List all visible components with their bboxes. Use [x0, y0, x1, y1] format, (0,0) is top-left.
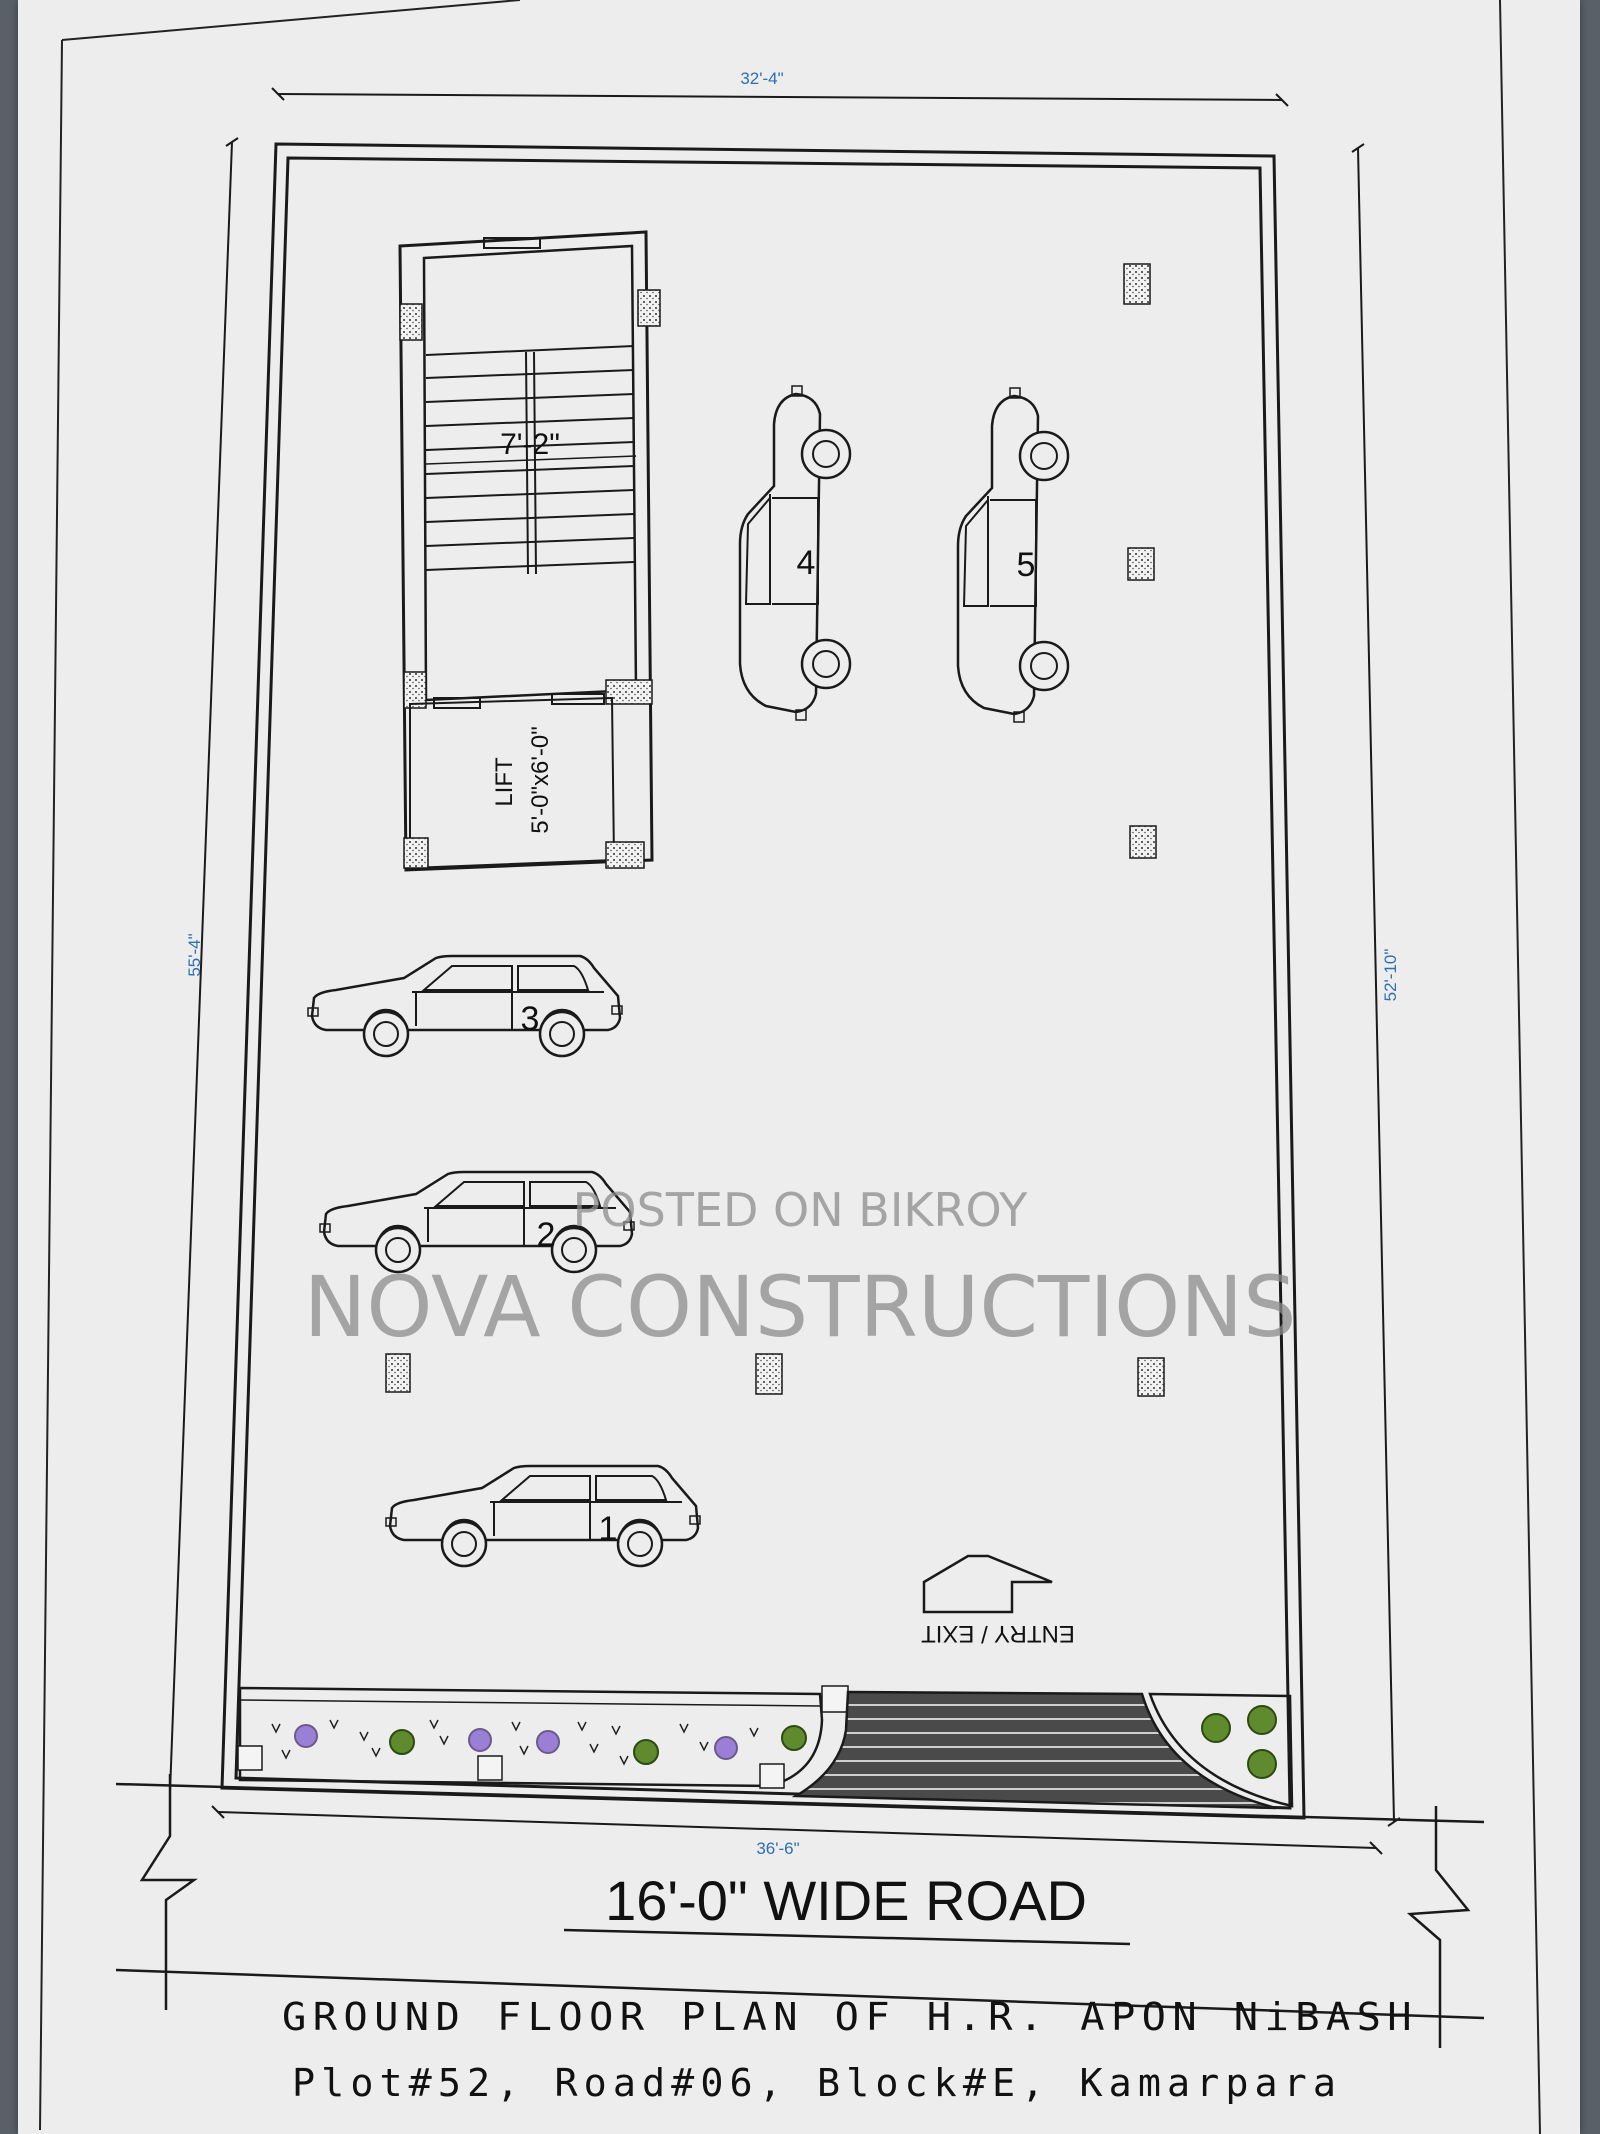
title-line2: Plot#52, Road#06, Block#E, Kamarpara: [292, 2061, 1342, 2105]
entry-exit-label: ENTRY / EXIT: [921, 1620, 1075, 1647]
column: [1137, 1357, 1165, 1397]
car-number: 2: [537, 1216, 556, 1254]
shrub-icon: [1247, 1749, 1277, 1779]
lift-label: LIFT: [491, 757, 518, 807]
car-number: 3: [521, 1000, 540, 1038]
flower-icon: [536, 1730, 560, 1754]
column: [1129, 825, 1157, 859]
car-1: 1: [384, 1464, 702, 1568]
lift: LIFT 5'-0"x6'-0": [403, 693, 645, 870]
watermark-line1: POSTED ON BIKROY: [573, 1183, 1029, 1237]
shrub-icon: [633, 1739, 659, 1765]
car-5: 5: [956, 386, 1070, 724]
flower-icon: [468, 1728, 492, 1752]
plants: [271, 1705, 1277, 1779]
watermark-line2: NOVA CONSTRUCTIONS: [304, 1258, 1297, 1356]
dimension-top-label: 32'-4": [740, 69, 783, 88]
car-2: 2: [318, 1170, 636, 1274]
column: [755, 1353, 783, 1395]
road-label: 16'-0" WIDE ROAD: [605, 1869, 1087, 1932]
stair-treads: [425, 345, 635, 575]
dimension-left: 55'-4": [169, 137, 239, 1793]
lift-size: 5'-0"x6'-0": [527, 726, 554, 834]
car-4: 4: [738, 384, 852, 722]
dimension-right: 52'-10": [1351, 143, 1401, 1827]
road: 16'-0" WIDE ROAD: [115, 1774, 1485, 2048]
dimension-top: 32'-4": [271, 69, 1289, 107]
right-garden: [1148, 1692, 1294, 1808]
dimension-left-label: 55'-4": [185, 933, 204, 976]
front-garden: [237, 1685, 1277, 1789]
column: [1127, 547, 1155, 581]
dimension-bottom: 36'-6": [211, 1805, 1383, 1858]
shrub-icon: [781, 1725, 807, 1751]
driveway-ramp: [791, 1690, 1277, 1810]
column: [1123, 263, 1151, 305]
dimension-right-label: 52'-10": [1381, 949, 1400, 1002]
title-line1: GROUND FLOOR PLAN OF H.R. APON NiBASH: [282, 1995, 1418, 2039]
shrub-icon: [389, 1729, 415, 1755]
dimension-bottom-label: 36'-6": [756, 1839, 799, 1858]
flower-icon: [714, 1736, 738, 1760]
shrub-icon: [1201, 1713, 1231, 1743]
car-number: 5: [1017, 546, 1036, 584]
car-number: 4: [797, 544, 816, 582]
shrub-icon: [1247, 1705, 1277, 1735]
column: [385, 1353, 411, 1393]
car-number: 1: [599, 1510, 618, 1548]
sheet-frame-top: [61, 0, 521, 41]
flower-icon: [294, 1724, 318, 1748]
sheet-frame-right: [1499, 0, 1541, 2134]
entry-exit-marker: ENTRY / EXIT: [921, 1554, 1075, 1647]
columns: [385, 263, 1165, 1397]
sheet-frame-left: [39, 39, 63, 2131]
stair-width-label: 7'-2": [500, 428, 560, 461]
car-3: 3: [306, 954, 624, 1058]
staircase: 7'-2": [398, 230, 661, 872]
